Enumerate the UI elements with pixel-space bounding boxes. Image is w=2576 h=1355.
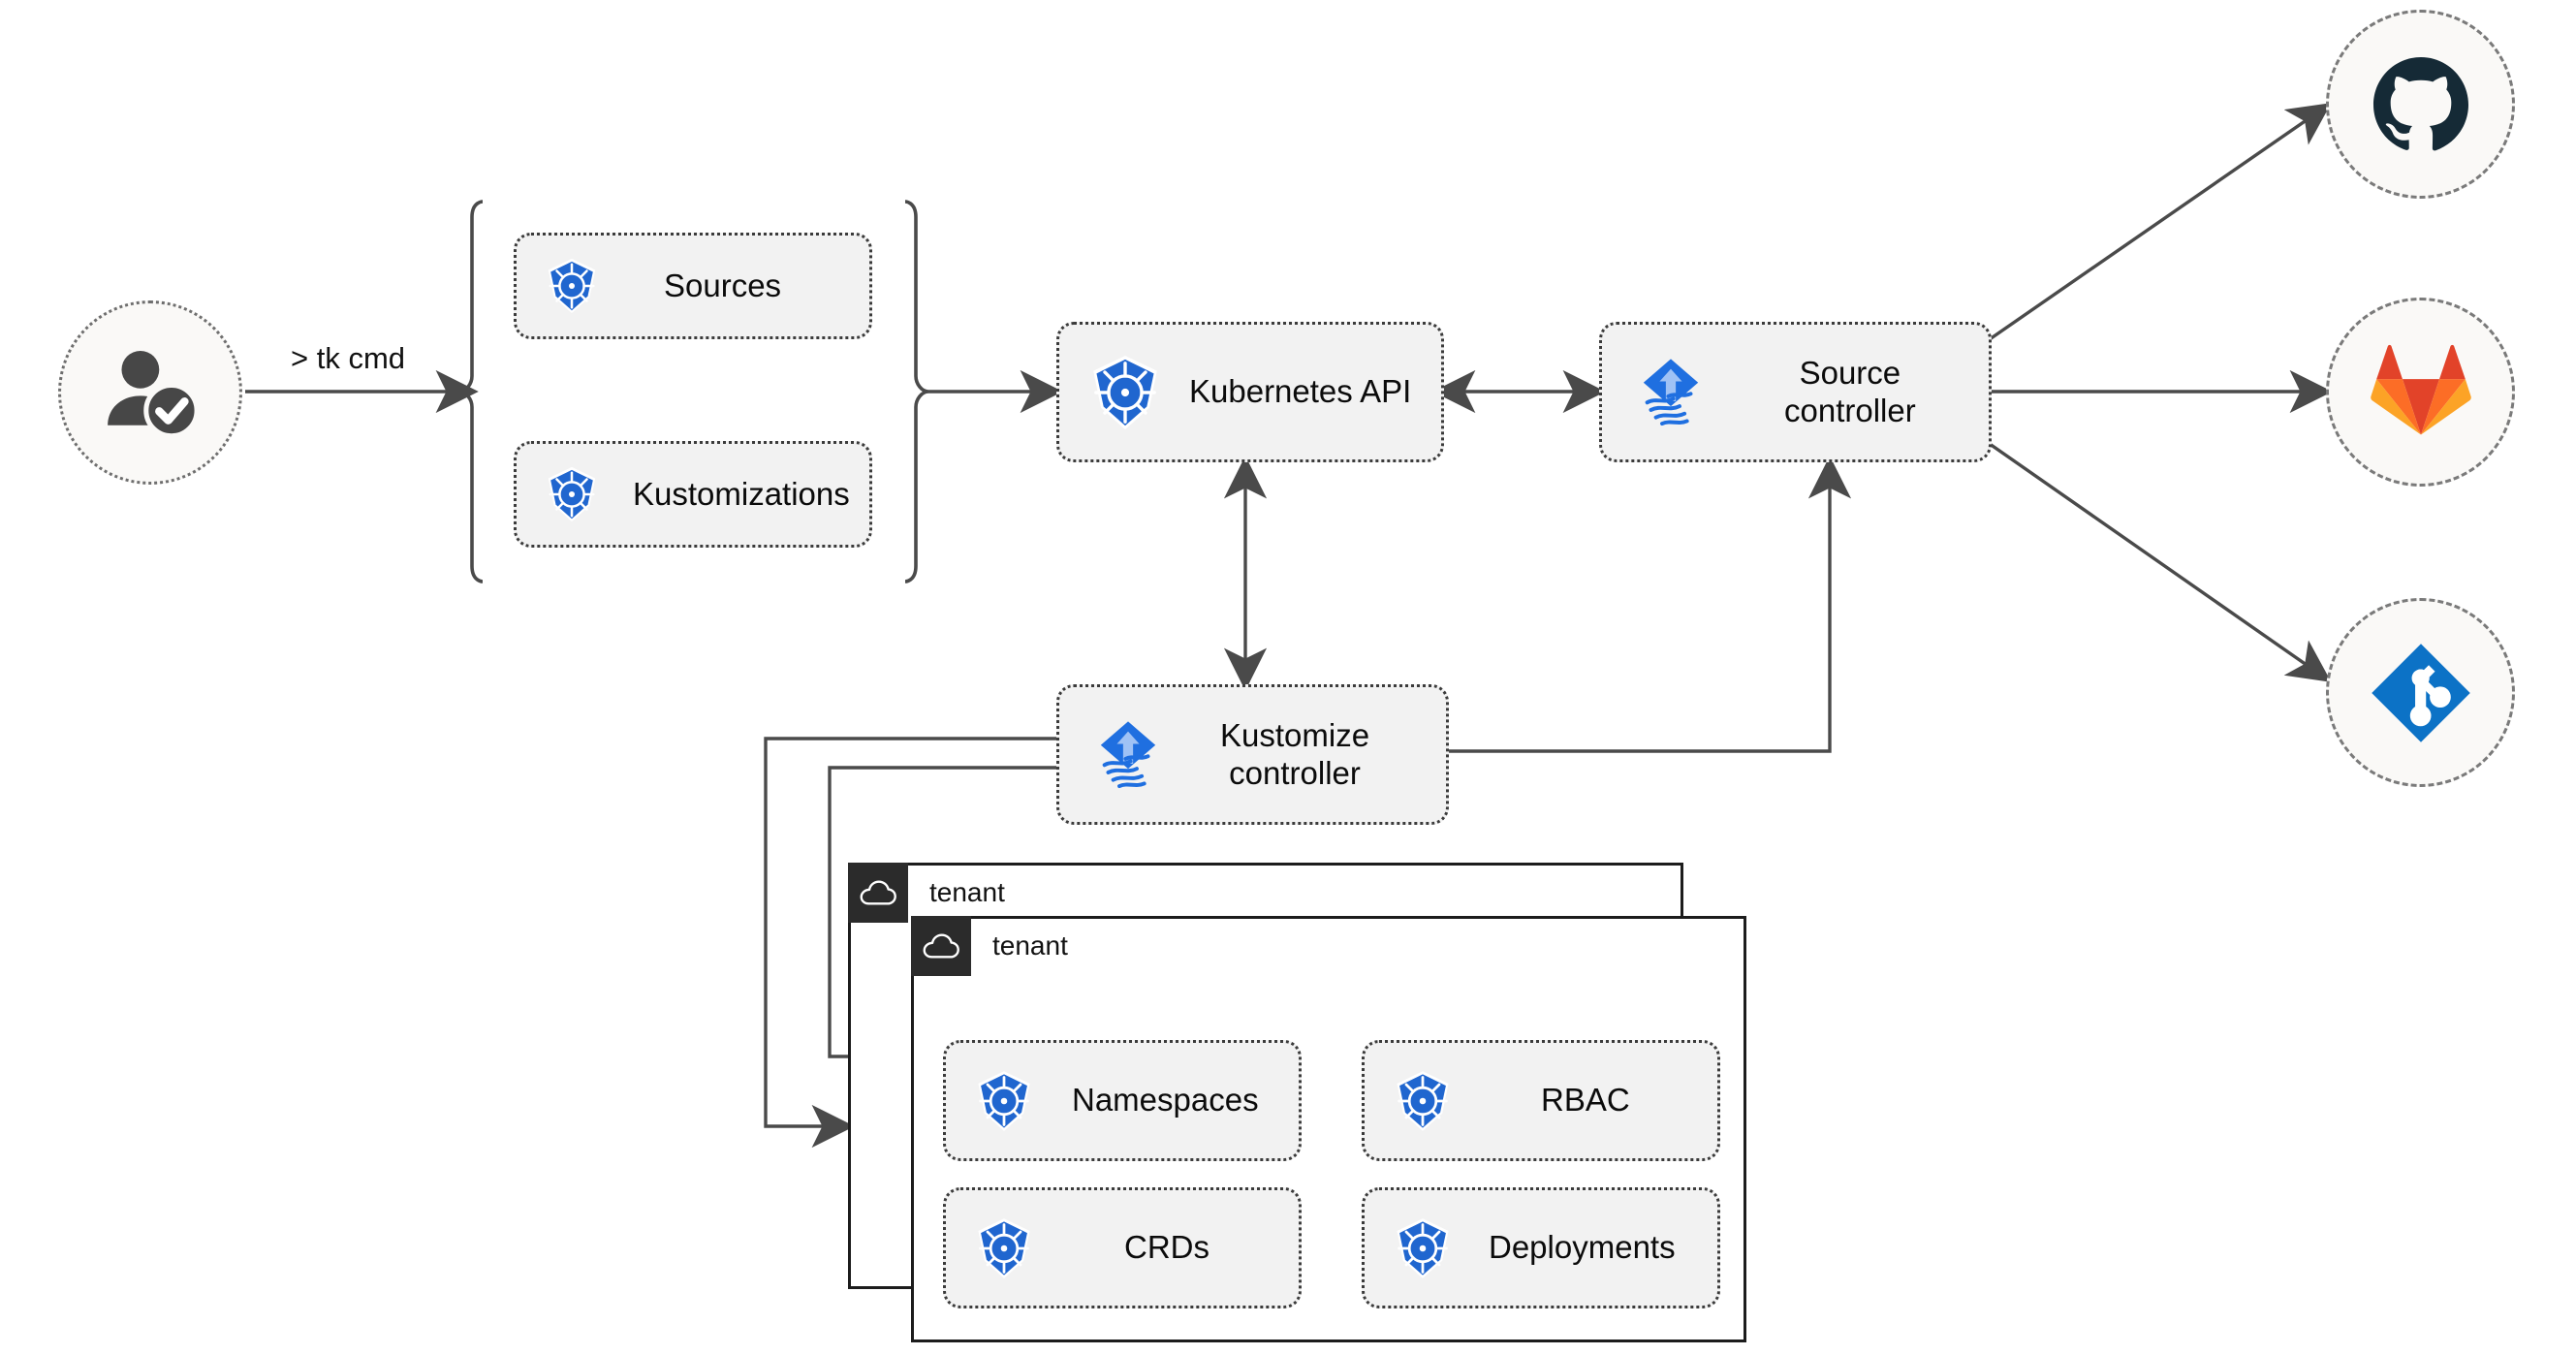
tenant-resource-deployments[interactable]: Deployments — [1362, 1187, 1720, 1308]
actor-user-circle[interactable] — [58, 300, 242, 485]
kubernetes-icon — [1084, 352, 1166, 433]
tenant-resource-label: Deployments — [1489, 1229, 1676, 1266]
tenant-cluster-2-tab: tenant — [911, 916, 1068, 976]
tenant-resource-label: Namespaces — [1072, 1082, 1259, 1119]
kubernetes-icon — [1390, 1068, 1456, 1134]
tenant-resource-label: CRDs — [1124, 1229, 1209, 1266]
tenant-resource-crds[interactable]: CRDs — [943, 1187, 1302, 1308]
kubernetes-icon — [542, 256, 602, 316]
manifest-kustomizations-box[interactable]: Kustomizations — [514, 441, 872, 548]
kubernetes-icon — [542, 464, 602, 524]
source-controller-node[interactable]: Source controller — [1599, 322, 1992, 462]
tenant-resource-namespaces[interactable]: Namespaces — [943, 1040, 1302, 1161]
git-icon — [2367, 639, 2475, 747]
flux-icon — [1088, 715, 1168, 795]
manifest-sources-box[interactable]: Sources — [514, 233, 872, 339]
tenant-resource-label: RBAC — [1541, 1082, 1630, 1119]
kubernetes-icon — [971, 1068, 1037, 1134]
flux-icon — [1631, 353, 1711, 432]
kubernetes-api-node[interactable]: Kubernetes API — [1056, 322, 1444, 462]
gitlab-icon — [2370, 344, 2471, 441]
git-provider-github[interactable] — [2326, 10, 2515, 199]
manifest-label: Sources — [664, 267, 782, 303]
user-verified-icon — [98, 340, 203, 445]
command-label: > tk cmd — [291, 341, 406, 375]
tenant-cluster-1-name: tenant — [929, 877, 1005, 907]
kustomize-controller-label: Kustomize controller — [1220, 717, 1370, 791]
git-provider-git[interactable] — [2326, 598, 2515, 787]
manifest-label: Kustomizations — [633, 475, 850, 512]
kubernetes-icon — [1390, 1215, 1456, 1281]
tenant-cluster-2-name: tenant — [992, 930, 1068, 961]
kubernetes-api-label: Kubernetes API — [1189, 373, 1412, 410]
cloud-icon — [848, 863, 908, 923]
tenant-cluster-2[interactable]: tenant Namespaces — [911, 916, 1746, 1342]
tenant-resource-rbac[interactable]: RBAC — [1362, 1040, 1720, 1161]
cloud-icon — [911, 916, 971, 976]
github-icon — [2367, 50, 2475, 159]
source-controller-label: Source controller — [1784, 355, 1916, 428]
kubernetes-icon — [971, 1215, 1037, 1281]
kustomize-controller-node[interactable]: Kustomize controller — [1056, 684, 1449, 825]
tenant-cluster-1-tab: tenant — [848, 863, 1005, 923]
git-provider-gitlab[interactable] — [2326, 298, 2515, 487]
